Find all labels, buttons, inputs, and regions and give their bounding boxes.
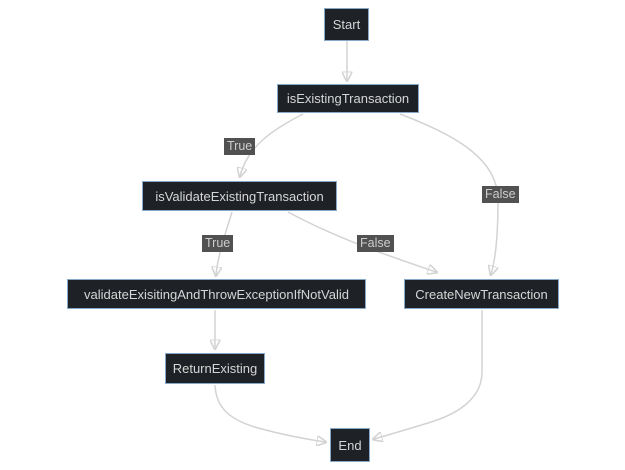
node-validate-and-throw: validateExisitingAndThrowExceptionIfNotV… <box>67 279 366 309</box>
edge-returnexisting-to-end <box>214 384 325 442</box>
node-start: Start <box>324 8 369 41</box>
node-start-label: Start <box>332 17 361 32</box>
node-return-existing: ReturnExisting <box>165 353 265 384</box>
node-create-new-transaction-label: CreateNewTransaction <box>415 286 548 302</box>
edge-createnew-to-end <box>374 310 483 439</box>
node-end: End <box>330 428 370 462</box>
node-is-existing-transaction: isExistingTransaction <box>277 84 419 113</box>
edge-label-true-lower: True <box>202 235 234 252</box>
node-end-label: End <box>338 437 362 453</box>
node-is-validate-existing-transaction: isValidateExistingTransaction <box>142 181 337 211</box>
node-create-new-transaction: CreateNewTransaction <box>404 279 559 309</box>
node-validate-and-throw-label: validateExisitingAndThrowExceptionIfNotV… <box>84 286 349 302</box>
edge-isexisting-true-to-isvalidate <box>240 113 304 176</box>
node-is-existing-transaction-label: isExistingTransaction <box>286 91 410 106</box>
edge-label-false-lower: False <box>357 235 394 252</box>
node-is-validate-existing-transaction-label: isValidateExistingTransaction <box>155 188 324 204</box>
node-return-existing-label: ReturnExisting <box>172 361 258 376</box>
edge-label-true-upper: True <box>224 138 256 155</box>
edge-label-false-right: False <box>482 186 519 203</box>
